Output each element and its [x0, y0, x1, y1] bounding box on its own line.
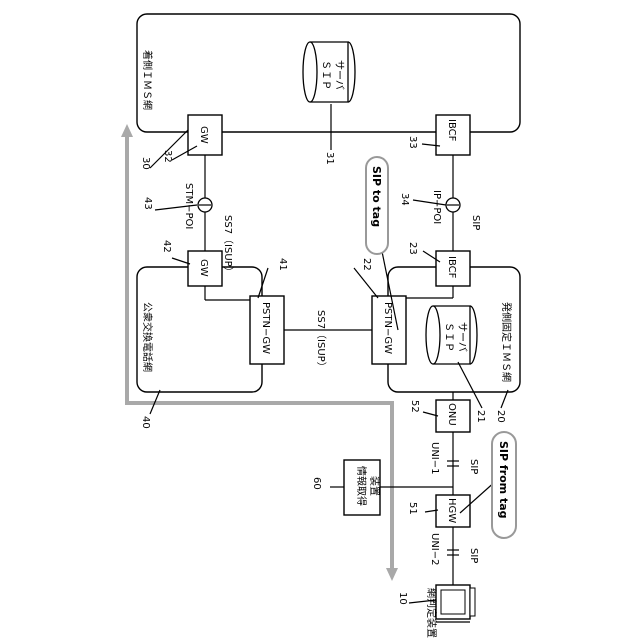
ibcf-terminating: IBCF [436, 115, 470, 155]
ref-32: 32 [162, 150, 173, 163]
ref-43: 43 [142, 197, 153, 210]
pstn-gw-pstn-side-label: PSTN−GW [260, 302, 271, 354]
terminating-ims-label: 着側ＩＭＳ網 [141, 50, 154, 110]
uni2-protocol: SIP [468, 548, 479, 563]
info-device-line1: 情報取得 [355, 466, 368, 506]
gw-pstn-label: GW [198, 259, 209, 277]
sip-server-originating: ＳＩＰ サーバ [426, 306, 477, 364]
sip-server-originating-line2: サーバ [456, 322, 468, 352]
ref-40: 40 [140, 416, 151, 429]
onu-label: ONU [446, 403, 457, 426]
ref-21: 21 [475, 410, 486, 423]
info-device-line2: 装置 [368, 476, 381, 496]
pstn-link-protocol: SS7（ISUP） [315, 310, 327, 372]
computer-terminal-icon [436, 585, 475, 622]
stm-poi-symbol [198, 198, 212, 212]
ref-34: 34 [399, 193, 410, 206]
ip-poi-label: IP−POI [431, 190, 442, 224]
ref-60: 60 [311, 477, 322, 490]
ref-51: 51 [407, 502, 418, 515]
ref-42: 42 [161, 240, 172, 253]
signal-path-arrowhead-up [121, 124, 133, 137]
hgw-label: HGW [446, 498, 457, 523]
determination-device-label: 網判定装置 [425, 588, 438, 638]
uni1-label: UNI−1 [429, 442, 440, 475]
sip-server-originating-line1: ＳＩＰ [443, 322, 454, 352]
ip-poi-symbol [446, 198, 460, 212]
sip-from-tag-text: SIP from tag [497, 441, 510, 519]
ibcf-terminating-label: IBCF [446, 119, 457, 142]
ip-poi-protocol: SIP [470, 215, 481, 230]
signal-path-arrowhead-down [386, 568, 398, 581]
pstn-gw-pstn-side: PSTN−GW [250, 296, 284, 364]
ref-20: 20 [495, 410, 506, 423]
pstn-label: 公衆交換電話網 [141, 302, 154, 372]
sip-server-terminating-line1: ＳＩＰ [320, 60, 331, 90]
sip-server-terminating: ＳＩＰ サーバ [303, 42, 355, 102]
ref-30: 30 [140, 157, 151, 170]
sip-server-terminating-line2: サーバ [333, 60, 345, 90]
gw-terminating-label: GW [198, 126, 209, 144]
ibcf-originating: IBCF [436, 251, 470, 286]
uni1-protocol: SIP [468, 459, 479, 474]
pstn-gw-originating-label: PSTN−GW [382, 302, 393, 354]
ref-23: 23 [407, 242, 418, 255]
uni2-label: UNI−2 [429, 533, 440, 566]
gw-pstn: GW [188, 251, 222, 286]
ref-33: 33 [407, 136, 418, 149]
originating-ims-label: 発側固定ＩＭＳ網 [500, 302, 513, 382]
ibcf-originating-label: IBCF [446, 256, 457, 279]
ref-52: 52 [409, 400, 420, 413]
pstn-gw-originating: PSTN−GW [372, 296, 406, 364]
ref-10: 10 [397, 592, 408, 605]
stm-poi-protocol: SS7（ISUP） [222, 215, 234, 277]
sip-to-tag-text: SIP to tag [370, 166, 383, 227]
ref-41: 41 [277, 258, 288, 271]
ref-31: 31 [324, 152, 335, 165]
onu: ONU [436, 400, 470, 432]
ref-22: 22 [361, 258, 372, 271]
gw-terminating: GW [188, 115, 222, 155]
info-acquisition-device: 情報取得 装置 [344, 460, 381, 515]
hgw: HGW [436, 495, 470, 527]
